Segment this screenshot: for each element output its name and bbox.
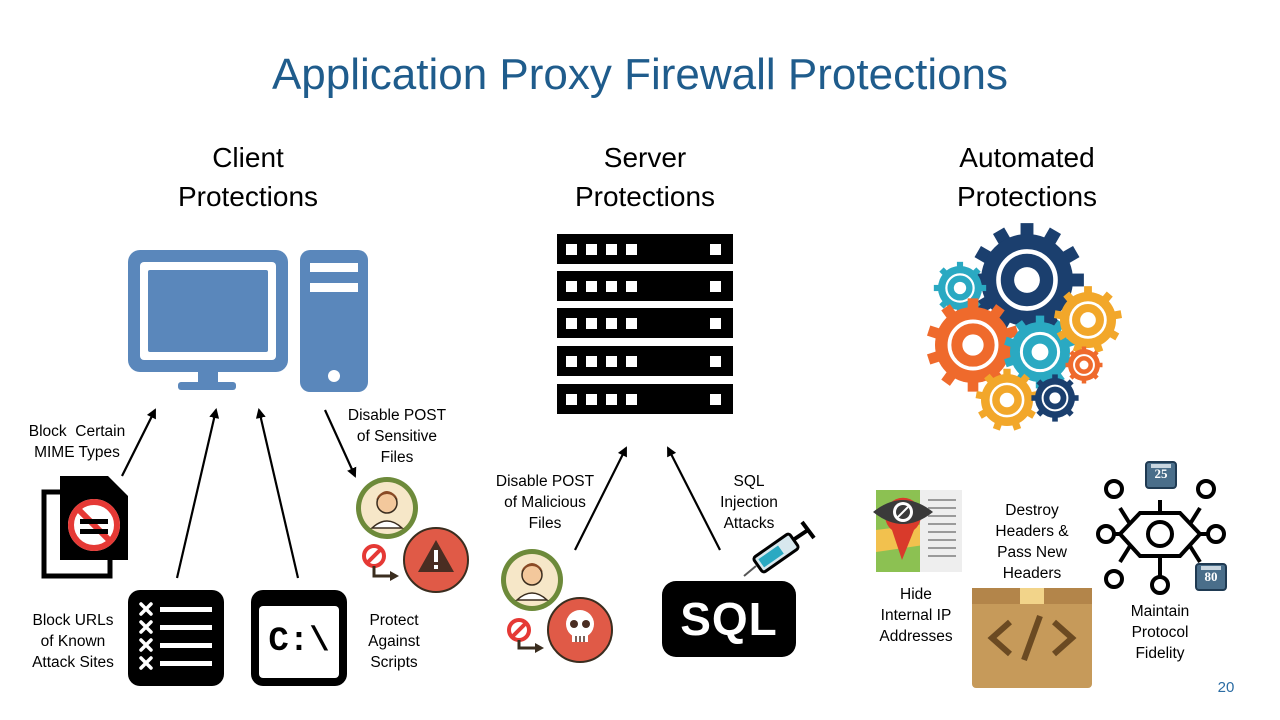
gear-icon xyxy=(1031,374,1079,422)
skull-icon xyxy=(547,597,613,663)
heading-automated: Automated Protections xyxy=(956,142,1098,212)
arrow-urls xyxy=(175,408,220,579)
sql-badge-text: SQL xyxy=(680,593,778,645)
arrow-sql xyxy=(667,446,721,551)
slide-title: Application Proxy Firewall Protections xyxy=(271,50,1009,99)
arrow-scripts xyxy=(255,408,300,579)
sql-badge-icon xyxy=(662,581,796,657)
label-protect-scripts: Protect Against Scripts xyxy=(368,612,420,671)
label-sql-injection: SQL Injection Attacks xyxy=(720,473,778,532)
gear-icon xyxy=(975,368,1039,431)
port-25-badge xyxy=(1145,461,1177,489)
label-block-mime: Block Certain MIME Types xyxy=(28,423,126,461)
arrow-post-malicious xyxy=(574,446,627,551)
gears-icon xyxy=(926,223,1123,431)
label-disable-post-malicious: Disable POST of Malicious Files xyxy=(495,473,595,532)
blocklist-icon xyxy=(128,590,224,686)
gear-icon xyxy=(1065,346,1103,384)
port-25-label: 25 xyxy=(1154,466,1168,481)
label-block-urls: Block URLs of Known Attack Sites xyxy=(32,612,114,671)
network-hub-icon xyxy=(1096,461,1227,595)
label-disable-post-sensitive: Disable POST of Sensitive Files xyxy=(347,407,447,466)
code-box-icon xyxy=(972,588,1092,688)
page-number: 20 xyxy=(1217,679,1235,696)
warning-icon xyxy=(403,527,469,593)
syringe-icon xyxy=(743,520,816,577)
map-eye-icon xyxy=(873,490,962,572)
label-hide-ip: Hide Internal IP Addresses xyxy=(879,586,953,645)
heading-client: Client Protections xyxy=(177,142,319,212)
user-avatar-icon xyxy=(356,477,418,539)
blocked-transfer-icon xyxy=(507,618,544,653)
user-avatar-icon xyxy=(501,549,563,611)
heading-server: Server Protections xyxy=(574,142,716,212)
gear-icon xyxy=(926,298,1020,392)
port-80-label: 80 xyxy=(1204,569,1218,584)
terminal-icon xyxy=(251,590,347,686)
computer-icon xyxy=(128,250,368,392)
arrow-mime xyxy=(121,408,156,477)
blocked-transfer-icon xyxy=(362,544,399,581)
terminal-prompt: C:\ xyxy=(268,623,330,661)
server-rack-icon xyxy=(557,234,733,414)
port-80-badge xyxy=(1195,563,1227,591)
label-destroy-headers: Destroy Headers & Pass New Headers xyxy=(995,502,1069,582)
arrow-post-sensitive xyxy=(323,409,357,478)
blocked-document-icon xyxy=(41,476,128,579)
label-protocol-fidelity: Maintain Protocol Fidelity xyxy=(1130,603,1190,662)
